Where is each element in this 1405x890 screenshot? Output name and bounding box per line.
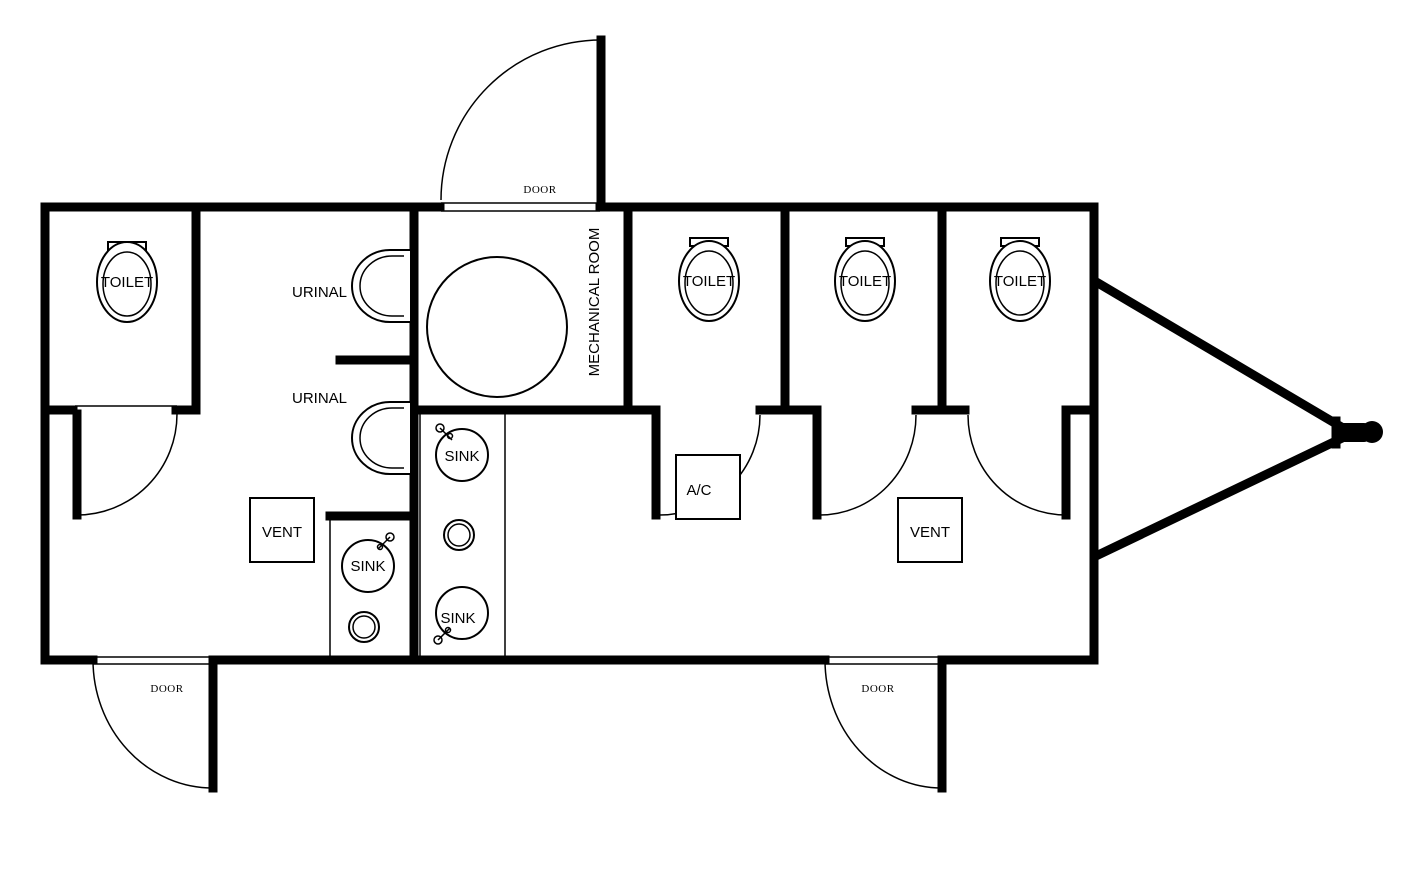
vent-left-label: VENT [262, 524, 302, 541]
ac-unit-label: A/C [686, 482, 711, 499]
sink-center-top-label: SINK [444, 448, 479, 465]
sink-center-bottom-label: SINK [440, 610, 475, 627]
toilet-stall-2-label: TOILET [839, 273, 891, 290]
bottom-left-door-label: DOOR [150, 683, 183, 695]
drain-left [348, 611, 380, 643]
ac-unit: A/C [675, 454, 741, 520]
mechanical-room-label: MECHANICAL ROOM [586, 228, 603, 377]
toilet-stall-1: TOILET [678, 237, 740, 322]
counter-outlines [329, 414, 506, 656]
toilet-stall-2: TOILET [834, 237, 896, 322]
urinal-upper-label: URINAL [292, 284, 347, 301]
interior-walls [40, 202, 1099, 665]
toilet-left-label: TOILET [101, 274, 153, 291]
toilet-stall-3-label: TOILET [994, 273, 1046, 290]
mechanical-tank [426, 256, 568, 398]
vent-left: VENT [249, 497, 315, 563]
sink-left-label: SINK [350, 558, 385, 575]
bottom-left-door[interactable]: DOOR [92, 655, 218, 793]
urinal-upper: URINAL [292, 249, 410, 323]
drain-center [443, 519, 475, 551]
top-door-label: DOOR [523, 184, 556, 196]
vent-right-label: VENT [910, 524, 950, 541]
sink-center-top: SINK [435, 423, 489, 482]
top-door[interactable]: DOOR [440, 35, 606, 212]
toilet-left: TOILET [96, 241, 158, 323]
mechanical-room: MECHANICAL ROOM [426, 228, 603, 398]
toilet-stall-1-label: TOILET [683, 273, 735, 290]
toilet-stall-3: TOILET [989, 237, 1051, 322]
vent-right: VENT [897, 497, 963, 563]
bottom-right-door[interactable]: DOOR [824, 655, 947, 793]
trailer-hitch [1091, 276, 1383, 562]
sink-center-bottom: SINK [433, 586, 489, 645]
urinal-lower-label: URINAL [292, 390, 347, 407]
sink-left: SINK [341, 532, 395, 593]
bottom-right-door-label: DOOR [861, 683, 894, 695]
outer-walls [40, 202, 1099, 665]
stall-doors[interactable] [72, 405, 1067, 520]
urinal-lower: URINAL [292, 390, 410, 475]
